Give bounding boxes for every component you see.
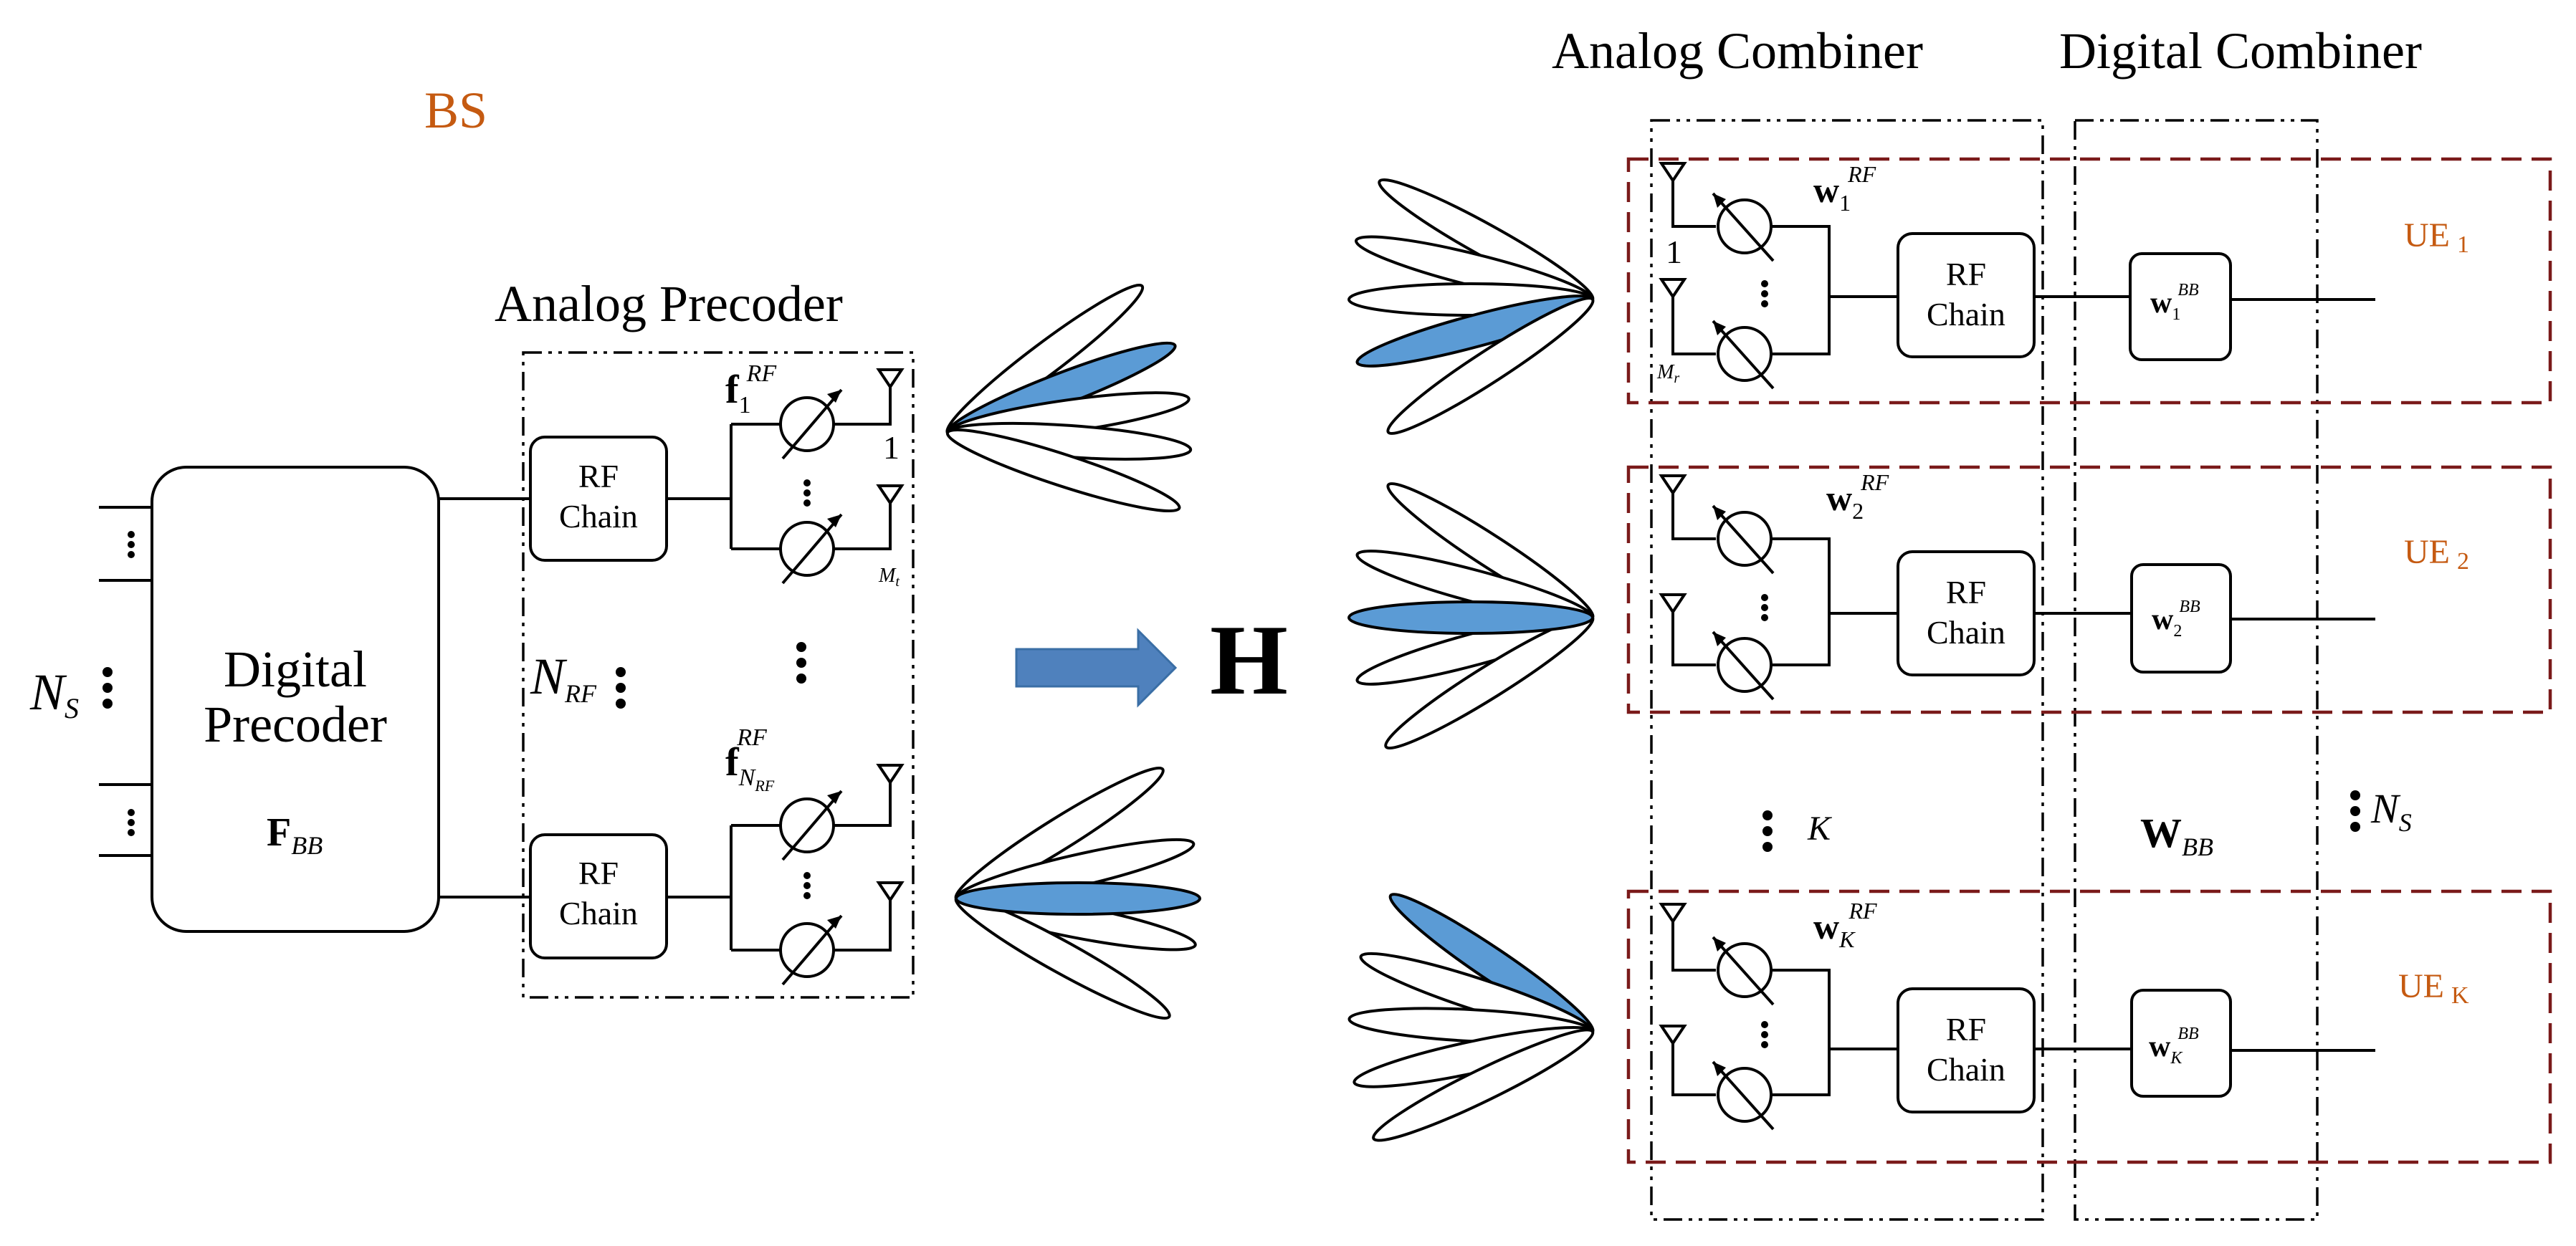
digital-precoder-block — [151, 466, 440, 933]
antenna-icon — [1660, 593, 1686, 631]
uek-box — [1626, 889, 2552, 1164]
uek-rf-chain-label1: RF — [1946, 1011, 1986, 1048]
phase-shifter-icon — [1712, 320, 1775, 390]
nrf-label: NRF — [530, 648, 597, 708]
uek-combiner-branch: RF Chain — [1660, 903, 2375, 1131]
ns-label-right: NS — [2370, 785, 2412, 837]
k-users-dots — [1762, 810, 1773, 852]
ue1-wbb-label: w1BB — [2150, 281, 2199, 324]
antenna-icon — [1660, 474, 1686, 512]
bs-beam-pattern-top — [936, 272, 1193, 524]
ue1-wrf-label: w1RF — [1813, 161, 1876, 216]
branch-dots — [796, 642, 806, 684]
phase-shifter-icon — [779, 790, 843, 861]
phase-shifter-icon — [1712, 504, 1775, 575]
antenna-icon — [877, 368, 903, 406]
analog-precoder-box — [522, 351, 915, 999]
digital-combiner-title: Digital Combiner — [2059, 22, 2422, 80]
precoder-vector-fnrf: fNRFRF — [725, 724, 775, 795]
bs-rf-chain-bottom-label2: Chain — [559, 895, 638, 931]
wbb-matrix-label: WBB — [2140, 810, 2213, 861]
ue1-rf-chain-label1: RF — [1946, 256, 1986, 292]
bs-rf-chain-top-label2: Chain — [559, 498, 638, 535]
bs-label: BS — [424, 82, 487, 139]
ue1-digital-combiner-block — [2129, 252, 2232, 361]
antenna-icon — [877, 764, 903, 801]
antenna-icon — [877, 881, 903, 919]
bs-rf-chain-bottom-label1: RF — [578, 855, 619, 891]
phase-shifter-icon — [779, 914, 843, 986]
phase-shifter-icon — [1712, 631, 1775, 701]
phase-shifter-icon — [1712, 1060, 1775, 1131]
ue2-box — [1626, 465, 2552, 714]
nrf-dots — [616, 667, 626, 709]
ue1-antenna-index-first: 1 — [1666, 234, 1682, 270]
digital-precoder-line2: Precoder — [204, 696, 387, 753]
uek-beam-pattern — [1348, 881, 1603, 1153]
ue2-combiner-branch: RF Chain — [1660, 474, 2375, 701]
input-streams — [99, 506, 152, 857]
ue1-rf-chain — [1897, 232, 2036, 358]
k-label: K — [1807, 810, 1833, 848]
antenna-icon — [1660, 1025, 1686, 1062]
phase-shifter-icon — [779, 388, 843, 460]
ue2-rf-chain-label1: RF — [1946, 574, 1986, 610]
precoder-branch-bottom — [667, 764, 903, 986]
analog-combiner-title: Analog Combiner — [1552, 22, 1923, 80]
phase-shifter-icon — [1712, 936, 1775, 1006]
ue1-rf-chain-label2: Chain — [1927, 296, 2005, 332]
uek-wbb-label: wKBB — [2149, 1025, 2199, 1068]
uek-rf-chain-label2: Chain — [1927, 1051, 2005, 1088]
ue1-combiner-branch: RF Chain — [1660, 162, 2375, 390]
uek-wrf-label: wKRF — [1813, 898, 1877, 952]
bs-beam-pattern-bottom — [946, 754, 1201, 1032]
ue2-digital-combiner-block — [2130, 563, 2232, 674]
antenna-index-first: 1 — [883, 429, 900, 466]
phase-shifter-icon — [779, 513, 843, 585]
antenna-icon — [877, 484, 903, 522]
channel-arrow-icon — [1015, 628, 1178, 708]
ue2-beam-pattern — [1347, 470, 1603, 762]
digital-precoder-line1: Digital — [224, 641, 367, 698]
ue2-wbb-label: w2BB — [2152, 598, 2200, 641]
phase-shifter-icon — [1712, 192, 1775, 262]
ns-label-left: NS — [29, 663, 79, 724]
ue2-rf-chain-label2: Chain — [1927, 614, 2005, 651]
ns-dots-right — [2350, 790, 2360, 832]
fbb-matrix-label: FBB — [267, 810, 323, 860]
channel-matrix-label: H — [1210, 605, 1288, 716]
antenna-icon — [1660, 278, 1686, 315]
analog-combiner-box — [1650, 119, 2044, 1221]
ue1-box — [1626, 157, 2552, 405]
uek-rf-chain — [1897, 987, 2036, 1113]
antenna-icon — [1660, 903, 1686, 940]
analog-precoder-title: Analog Precoder — [495, 275, 843, 332]
ns-dots — [102, 667, 113, 709]
ue2-rf-chain — [1897, 550, 2036, 676]
uek-digital-combiner-block — [2130, 989, 2232, 1098]
ue1-beam-pattern — [1347, 166, 1603, 447]
ue1-antenna-index-mr: Mr — [1656, 361, 1679, 386]
antenna-icon — [1660, 162, 1686, 199]
precoder-branch-top — [667, 368, 903, 585]
digital-combiner-box — [2074, 119, 2319, 1221]
precoder-vector-f1: f1RF — [725, 360, 777, 418]
antenna-index-mt: Mt — [878, 565, 900, 590]
bs-rf-chain-top-label1: RF — [578, 458, 619, 494]
ue2-wrf-label: w2RF — [1826, 469, 1889, 524]
